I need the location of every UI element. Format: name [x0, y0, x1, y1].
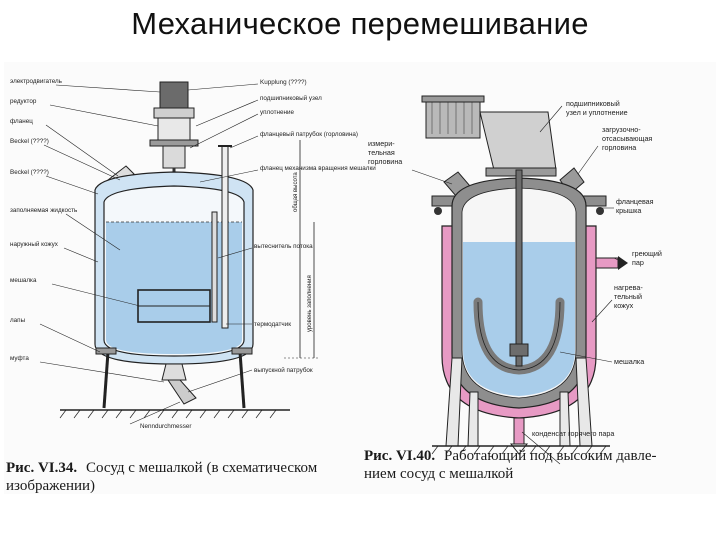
label-measuring: измери- — [368, 139, 395, 148]
label-vessel-lid: Beckel (????) — [10, 169, 49, 176]
figure1-caption-number: Рис. VI.34. — [6, 460, 77, 476]
scanned-figures: электродвигатель редуктор фланец Beckel … — [4, 62, 716, 494]
label-coupling: муфта — [10, 355, 29, 362]
slide-title: Механическое перемешивание — [131, 6, 589, 41]
label-height-total: общая высота — [293, 172, 299, 212]
label-motor: электродвигатель — [10, 78, 63, 85]
label-reducer: редуктор — [10, 98, 37, 105]
motor-housing — [425, 97, 481, 139]
label-seal: уплотнение — [260, 109, 295, 116]
label-loading-c: горловина — [602, 143, 636, 152]
label-hot-steam: греющий — [632, 249, 662, 258]
label-heat-jacket: нагрева- — [614, 283, 643, 292]
label-jacket: наружный кожух — [10, 240, 59, 248]
figure1-caption-line1: Сосуд с мешалкой (в схематическом — [86, 460, 318, 476]
label-bearing-2: подшипниковый — [566, 99, 620, 108]
label-heat-jacket-c: кожух — [614, 301, 634, 310]
label-condensate: конденсат горячего пара — [532, 429, 614, 438]
label-legs: лапы — [10, 317, 26, 324]
figure-agitated-vessel-schematic: электродвигатель редуктор фланец Beckel … — [6, 78, 376, 494]
figure1-caption-line2: изображении) — [6, 478, 95, 494]
label-kupplung: Kupplung (????) — [260, 79, 307, 86]
label-measuring-b: тельная — [368, 148, 395, 157]
figure-high-pressure-vessel: подшипниковый узел и уплотнение измери- … — [364, 95, 662, 482]
figure2-caption-number: Рис. VI.40. — [364, 448, 435, 464]
label-meter: Nenndurchmesser — [140, 423, 191, 430]
label-agitator-2: мешалка — [614, 357, 644, 366]
liquid-fill — [106, 222, 242, 354]
label-measuring-c: горловина — [368, 157, 402, 166]
label-hot-steam-b: пар — [632, 258, 644, 267]
label-lid: Beckel (????) — [10, 138, 49, 145]
label-outlet: выпускной патрубок — [254, 366, 313, 374]
figure2-caption-line2: нием сосуд с мешалкой — [364, 466, 513, 482]
reducer-shape — [157, 117, 191, 141]
label-heat-carrier: вытеснитель потока — [254, 243, 313, 250]
label-nozzle: фланцевый патрубок (горловина) — [260, 130, 358, 138]
figure2-caption-line1: Работающий под высоким давле- — [444, 448, 657, 464]
label-flange-lid: фланцевая — [616, 197, 654, 206]
label-flange: фланец — [10, 118, 33, 125]
label-loading-b: отсасывающая — [602, 134, 652, 143]
bearing-tower — [479, 111, 557, 171]
label-thermosensor: термодатчик — [254, 321, 291, 328]
label-bearing: подшипниковый узел — [260, 94, 322, 102]
label-flange-lid-b: крышка — [616, 206, 641, 215]
motor-shape — [159, 81, 189, 111]
label-drive-flange: фланец механизма вращения мешалки — [260, 165, 376, 172]
label-height-fill: уровень заполнения — [307, 275, 313, 332]
label-bearing-2b: узел и уплотнение — [566, 108, 628, 117]
label-heat-jacket-b: тельный — [614, 292, 642, 301]
label-fill-liquid: заполняемая жидкость — [10, 207, 78, 214]
label-agitator: мешалка — [10, 277, 37, 284]
label-loading: загрузочно- — [602, 125, 641, 134]
